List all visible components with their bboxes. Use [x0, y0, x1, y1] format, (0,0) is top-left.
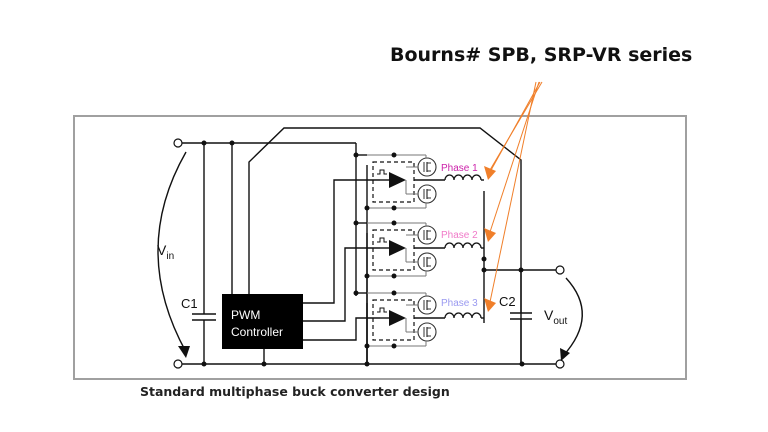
pwm-label-line1: PWM — [231, 308, 260, 322]
pwm-label-line2: Controller — [231, 325, 283, 339]
vin-rail — [173, 138, 357, 296]
figure-caption: Standard multiphase buck converter desig… — [140, 384, 450, 399]
headline-bourns-series: Bourns# SPB, SRP-VR series — [390, 44, 693, 66]
pwm-out-2 — [303, 247, 380, 322]
vout-label: Vout — [544, 307, 567, 327]
callout-arrowhead-2 — [484, 228, 496, 242]
gate-driver-icon — [389, 172, 406, 188]
phase-3-label: Phase 3 — [441, 298, 478, 309]
feedback-wire — [248, 127, 522, 364]
ground-rail — [173, 359, 565, 369]
vin-label: Vin — [157, 242, 174, 262]
inductor-icon — [444, 174, 482, 181]
pwm-out-1 — [303, 179, 380, 304]
callout-arrows — [484, 81, 543, 312]
inductor-icon — [444, 312, 482, 319]
gate-driver-icon — [389, 240, 406, 256]
inductor-icon — [444, 242, 482, 249]
vout-arrow — [560, 277, 583, 361]
pwm-controller — [222, 294, 303, 349]
phase-2-label: Phase 2 — [441, 230, 478, 241]
capacitor-c1 — [192, 143, 216, 364]
output-node — [481, 191, 565, 323]
phase-stage-1 — [353, 152, 484, 364]
vin-arrow — [157, 151, 190, 358]
callout-line-3 — [489, 81, 537, 303]
phase-1-label: Phase 1 — [441, 163, 478, 174]
gate-driver-icon — [389, 310, 406, 326]
phase-stage-2 — [353, 220, 484, 364]
c1-label: C1 — [181, 296, 198, 311]
callout-arrowhead-1 — [484, 166, 496, 180]
pwm-out-3 — [303, 317, 380, 341]
c2-label: C2 — [499, 294, 516, 309]
phase-stage-3 — [353, 290, 484, 364]
figure-frame — [73, 115, 687, 380]
callout-arrowhead-3 — [484, 298, 496, 312]
capacitor-c2 — [510, 270, 532, 364]
